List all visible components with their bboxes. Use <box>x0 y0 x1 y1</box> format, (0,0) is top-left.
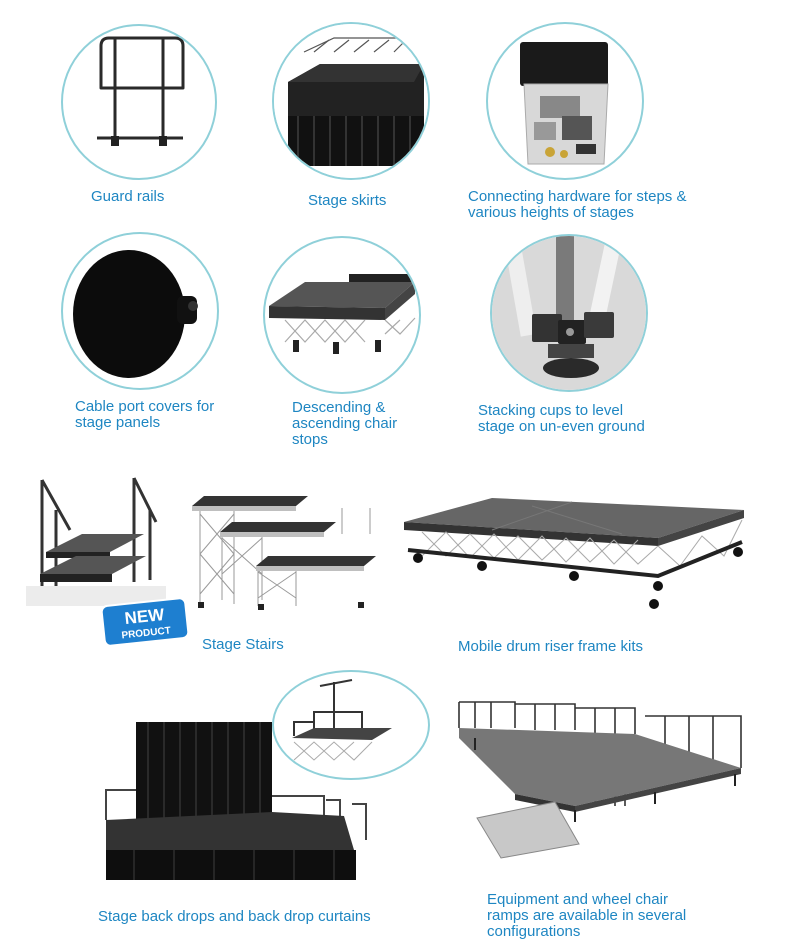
caption-chair-stops: Descending & ascending chair stops <box>292 399 398 448</box>
badge-product-text: PRODUCT <box>121 625 171 641</box>
caption-stage-skirts: Stage skirts <box>308 192 387 209</box>
caption-guard-rails: Guard rails <box>91 188 165 205</box>
wheelchair-ramp-image <box>455 698 745 860</box>
stage-skirts-image <box>272 22 430 180</box>
stage-stairs-image <box>192 494 378 612</box>
drum-riser-image <box>402 496 744 614</box>
connecting-hardware-image <box>486 22 644 180</box>
cable-port-covers-image <box>61 232 219 390</box>
new-product-badge: NEW PRODUCT <box>99 596 191 649</box>
caption-connecting-hardware: Connecting hardware for steps & various … <box>468 188 687 221</box>
caption-back-drops: Stage back drops and back drop curtains <box>98 908 371 925</box>
caption-stage-stairs: Stage Stairs <box>202 636 284 653</box>
stage-step-unit-image <box>26 470 166 610</box>
badge-new-text: NEW <box>124 605 166 628</box>
caption-cable-port-covers: Cable port covers for stage panels <box>75 398 215 431</box>
caption-ramps: Equipment and wheel chair ramps are avai… <box>487 891 687 940</box>
stage-backdrop-image <box>104 720 380 884</box>
chair-stops-image <box>263 236 421 394</box>
guard-rails-image <box>61 24 217 180</box>
caption-stacking-cups: Stacking cups to level stage on un-even … <box>478 402 645 435</box>
stacking-cups-image <box>490 234 648 392</box>
caption-drum-riser: Mobile drum riser frame kits <box>458 638 644 655</box>
backdrop-stand-image <box>272 670 430 780</box>
